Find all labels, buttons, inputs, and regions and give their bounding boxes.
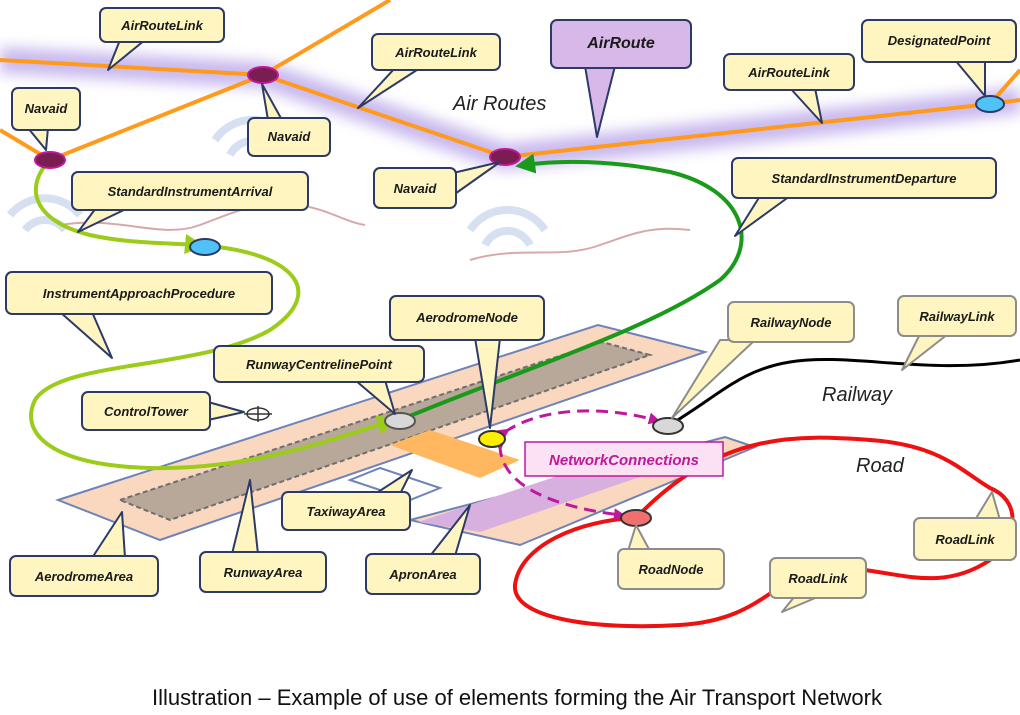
navaid-node [34,151,66,169]
navaid-callout: Navaid [247,83,331,157]
runway-centreline-point-node [384,412,416,430]
taxiway-area-shape [390,430,520,478]
standard-instrument-departure-callout: StandardInstrumentDeparture [731,157,997,237]
network-connections-box [524,441,724,477]
navaid-node [489,148,521,166]
aerodrome-node-callout: AerodromeNode [389,295,545,429]
svg-text:AerodromeArea: AerodromeArea [34,569,133,584]
navaid-callout: Navaid [373,161,501,209]
svg-text:RunwayArea: RunwayArea [224,565,303,580]
network-connections-label: NetworkConnections [549,452,699,469]
instrument-approach-procedure-callout: InstrumentApproachProcedure [5,271,273,359]
air-route-link-callout: AirRouteLink [99,7,225,71]
road-link-callout: RoadLink [913,491,1017,561]
region-label-air-routes: Air Routes [452,93,546,115]
navaid-node [247,66,279,84]
svg-text:Navaid: Navaid [25,101,69,116]
runway-centreline-point-callout: RunwayCentrelinePoint [213,345,425,415]
svg-text:RailwayNode: RailwayNode [751,315,832,330]
wifi-icon [466,205,549,233]
standard-instrument-arrival-callout: StandardInstrumentArrival [71,171,309,233]
svg-text:TaxiwayArea: TaxiwayArea [306,504,385,519]
railway-node-callout: RailwayNode [671,301,855,419]
railway-link-line [667,357,1020,428]
designated-point-node [975,95,1005,113]
svg-text:RoadLink: RoadLink [788,571,848,586]
road-node [620,509,652,527]
apron-area-callout: ApronArea [365,504,481,595]
background-terrain-line [59,202,366,231]
svg-text:Navaid: Navaid [268,129,312,144]
svg-text:DesignatedPoint: DesignatedPoint [888,33,991,48]
departure-path [399,153,744,422]
svg-text:AirRouteLink: AirRouteLink [747,65,830,80]
railway-link-callout: RailwayLink [897,295,1017,371]
svg-text:AirRoute: AirRoute [586,35,655,52]
svg-text:InstrumentApproachProcedure: InstrumentApproachProcedure [43,286,235,301]
region-label-railway: Railway [822,384,893,406]
svg-text:ApronArea: ApronArea [388,567,456,582]
control-tower-icon [244,406,272,422]
svg-text:StandardInstrumentArrival: StandardInstrumentArrival [108,184,273,199]
road-node-callout: RoadNode [617,524,725,590]
aerodrome-node [478,430,506,448]
arrival-approach-path [33,158,205,254]
taxiway-area-callout: TaxiwayArea [281,469,413,531]
background-terrain-line [469,227,691,261]
runway-area-callout: RunwayArea [199,479,327,593]
air-route-callout: AirRoute [550,19,692,138]
svg-text:RunwayCentrelinePoint: RunwayCentrelinePoint [246,357,393,372]
approach-procedure-path [29,243,398,471]
svg-text:AirRouteLink: AirRouteLink [394,45,477,60]
figure-caption: Illustration – Example of use of element… [152,685,883,710]
network-connection-to-road [493,438,626,521]
svg-text:AerodromeNode: AerodromeNode [415,310,518,325]
navaid-callout: Navaid [11,87,81,151]
network-connection-to-railway [496,409,661,441]
svg-text:AirRouteLink: AirRouteLink [120,18,203,33]
svg-text:RailwayLink: RailwayLink [919,309,995,324]
aerodrome-area-callout: AerodromeArea [9,511,159,597]
designated-point-callout: DesignatedPoint [861,19,1017,97]
svg-text:Navaid: Navaid [394,181,438,196]
svg-text:StandardInstrumentDeparture: StandardInstrumentDeparture [772,171,957,186]
wifi-icon [481,226,534,247]
region-label-road: Road [856,455,905,477]
svg-text:RoadLink: RoadLink [935,532,995,547]
air-route-link-callout: AirRouteLink [723,53,855,124]
svg-text:RoadNode: RoadNode [639,562,704,577]
control-tower-callout: ControlTower [81,391,245,431]
road-link-callout: RoadLink [769,557,867,613]
designated-point-node [189,238,221,256]
railway-node [652,417,684,435]
road-link-line [512,435,1015,629]
air-route-link-callout: AirRouteLink [357,33,501,109]
svg-text:ControlTower: ControlTower [104,404,189,419]
